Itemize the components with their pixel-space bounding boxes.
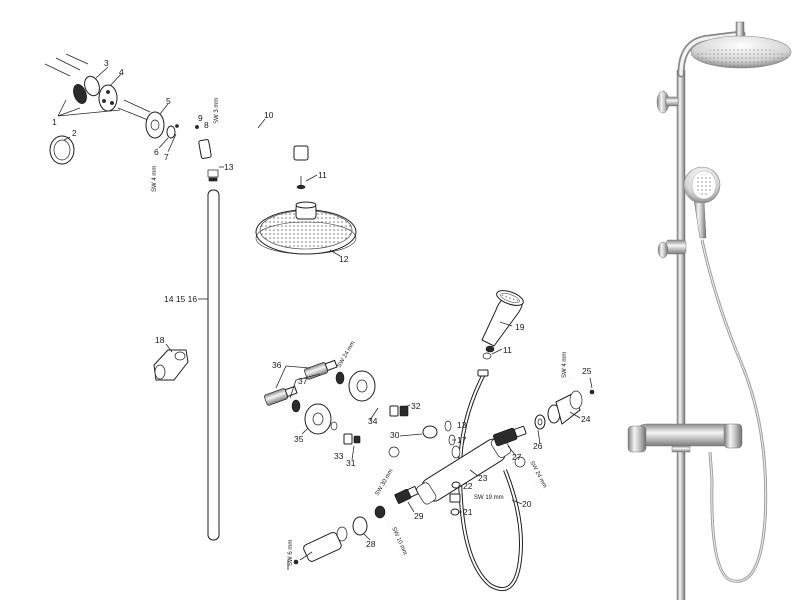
callout-4: 4 xyxy=(119,67,124,77)
screw xyxy=(65,53,89,65)
callout-23: 23 xyxy=(478,473,488,483)
thermostatic-cartridge xyxy=(493,427,518,447)
assembled-diverter-handle xyxy=(627,425,647,453)
assembled-shower-arm xyxy=(679,32,744,76)
callout-3: 3 xyxy=(104,58,109,68)
callout-36: 36 xyxy=(272,360,282,370)
riser-pipe xyxy=(207,189,220,541)
shower-arm xyxy=(209,121,303,163)
callout-20: 20 xyxy=(522,499,532,509)
callout-12: 12 xyxy=(339,254,349,264)
wrench-10mm xyxy=(387,521,401,551)
callout-7: 7 xyxy=(164,152,169,162)
callout-5: 5 xyxy=(166,96,171,106)
arm-nut xyxy=(198,139,212,159)
eccentric-adapter xyxy=(264,388,289,406)
tool-label-sw3: SW 3 mm xyxy=(214,98,220,124)
o-ring xyxy=(444,420,452,432)
screw xyxy=(123,99,151,113)
callout-6: 6 xyxy=(154,147,159,157)
callout-2: 2 xyxy=(72,128,77,138)
callout-32: 32 xyxy=(411,401,421,411)
tool-label-sw10: SW 10 mm xyxy=(390,526,408,556)
callout-11a: 11 xyxy=(318,170,327,180)
callout-26: 26 xyxy=(533,441,543,451)
check-valve xyxy=(343,433,353,445)
assembled-hand-shower xyxy=(693,199,707,239)
tool-label-sw24b: SW 24 mm xyxy=(528,460,547,489)
callout-19: 19 xyxy=(515,322,525,332)
callout-21: 21 xyxy=(463,507,473,517)
arm-joint xyxy=(293,145,309,161)
callout-17: 17 xyxy=(457,435,467,445)
wrench-24mm xyxy=(514,456,541,495)
callout-30: 30 xyxy=(390,430,400,440)
assembled-riser-pipe xyxy=(676,69,686,605)
seal-ring xyxy=(450,508,460,516)
hand-shower-group xyxy=(481,290,524,360)
callout-14-15-16: 14 15 16 xyxy=(164,294,197,304)
callout-18: 18 xyxy=(155,335,165,345)
o-ring xyxy=(84,75,100,97)
tool-label-sw24a: SW 24 mm xyxy=(337,340,357,369)
mounting-plate xyxy=(73,84,87,104)
callout-31: 31 xyxy=(346,458,356,468)
screw xyxy=(117,107,149,121)
wall-bracket-group xyxy=(44,53,179,165)
hex-key-tools: SW 4 mm SW 3 mm xyxy=(149,92,222,192)
bracket-ring xyxy=(166,125,176,139)
callout-27: 27 xyxy=(512,452,522,462)
shower-hose xyxy=(457,369,523,592)
seal-ring xyxy=(451,481,461,489)
diverter-handle xyxy=(303,531,342,562)
pipe-ring xyxy=(207,169,219,178)
assembled-shower-system xyxy=(627,21,792,605)
head-screw xyxy=(296,176,306,190)
tool-label-sw4a: SW 4 mm xyxy=(152,166,158,192)
callout-29: 29 xyxy=(414,511,424,521)
callout-25: 25 xyxy=(582,366,592,376)
shower-arm-group xyxy=(195,118,357,257)
callout-9: 9 xyxy=(198,113,203,123)
callout-8: 8 xyxy=(204,120,209,130)
wrench-30mm xyxy=(371,446,400,491)
callout-24: 24 xyxy=(581,414,591,424)
riser-pipe-group xyxy=(198,166,224,541)
union-nut xyxy=(422,425,438,439)
callout-35: 35 xyxy=(294,434,304,444)
callout-33: 33 xyxy=(334,451,344,461)
callout-11b: 11 xyxy=(503,345,512,355)
callout-22: 22 xyxy=(463,481,473,491)
callout-37: 37 xyxy=(298,376,308,386)
bracket-plate xyxy=(98,84,118,112)
tool-label-sw30: SW 30 mm xyxy=(375,468,395,497)
screw xyxy=(55,57,81,71)
check-valve xyxy=(389,405,399,417)
callout-34: 34 xyxy=(368,416,378,426)
callout-10: 10 xyxy=(264,110,274,120)
tool-label-sw4b: SW 4 mm xyxy=(562,352,568,378)
callout-28: 28 xyxy=(366,539,376,549)
assembled-thermostat xyxy=(635,423,737,447)
wrench-24mm xyxy=(317,329,347,363)
connector-group-upper: SW 24 mm xyxy=(264,329,411,461)
callout-13a: 13 xyxy=(224,162,234,172)
tool-label-sw19: SW 19 mm xyxy=(474,495,504,501)
tool-label-sw6: SW 6 mm xyxy=(288,540,294,566)
lower-parts-group: SW 10 mm SW 6 mm xyxy=(287,485,419,570)
callout-numbers: 1 2 3 4 5 6 7 8 9 10 11 12 13 14 15 16 1… xyxy=(52,58,592,549)
callout-13b: 13 xyxy=(457,420,467,430)
diverter-ring xyxy=(352,516,368,536)
assembled-temperature-handle xyxy=(723,423,743,449)
slider-group xyxy=(153,343,189,381)
callout-1: 1 xyxy=(52,117,57,127)
screw xyxy=(44,63,71,77)
assembled-slider xyxy=(665,239,687,255)
